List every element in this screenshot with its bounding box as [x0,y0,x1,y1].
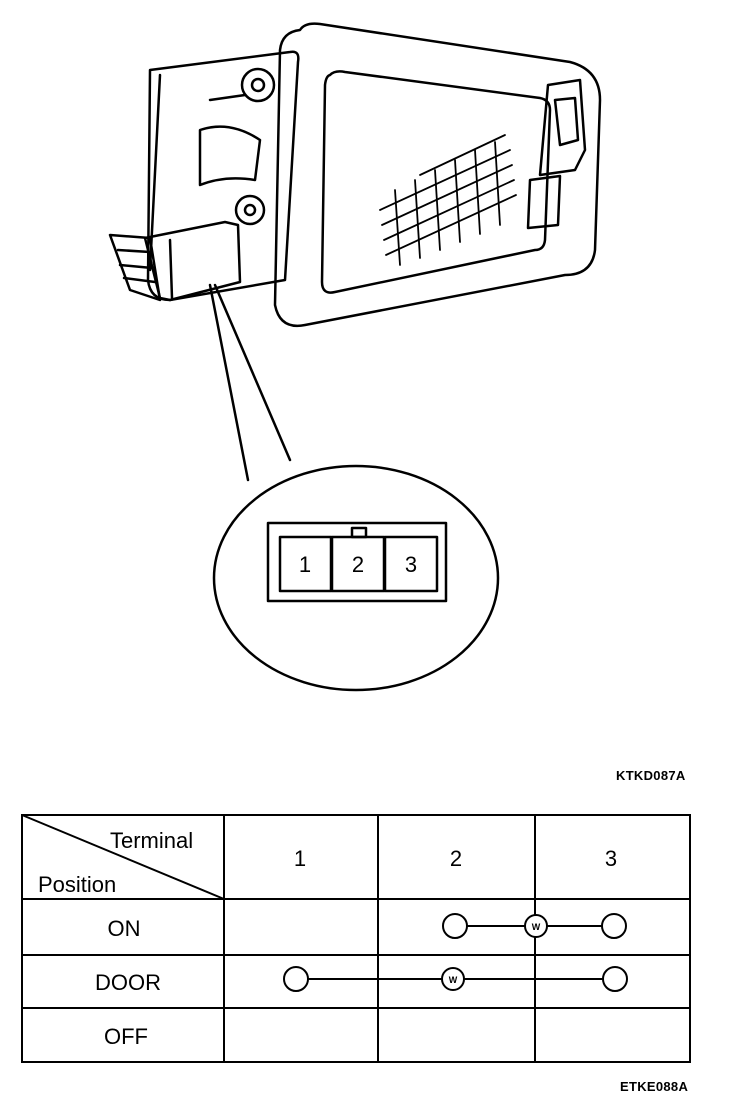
position-on: ON [108,916,141,941]
header-diagonal [21,814,225,900]
terminal-node [602,966,628,992]
bulb-icon [524,914,548,938]
mount-boss-upper [240,67,276,103]
header-position: Position [38,872,116,897]
mount-boss-lower [234,194,266,226]
terminal-node [283,966,309,992]
position-door: DOOR [95,970,161,995]
svg-text:W: W [532,922,541,932]
connection-door: W [283,966,628,992]
connector-detail-circle [212,464,500,692]
terminal-header-1: 1 [294,846,306,871]
lens-frame [273,22,602,328]
header-terminal: Terminal [110,828,193,853]
lamp-illustration: 1 2 3 [108,22,602,692]
terminal-node [442,913,468,939]
leader-line-left [208,283,250,482]
position-off: OFF [104,1024,148,1049]
leader-line-right [213,283,292,462]
connector-face [266,521,448,603]
bulb-icon [441,967,465,991]
connection-on: W [442,913,627,939]
connector-pin-1: 1 [299,552,311,577]
terminal-header-2: 2 [450,846,462,871]
connector-pin-3: 3 [405,552,417,577]
connector-latch [350,526,368,539]
table-border [21,814,691,1063]
figure-code-top: KTKD087A [616,768,686,783]
terminal-node [601,913,627,939]
lamp-switch [538,78,587,177]
lens-grid [379,134,517,266]
connector-pin-2: 2 [352,552,364,577]
svg-text:W: W [449,975,458,985]
terminal-header-3: 3 [605,846,617,871]
figure-code-bottom: ETKE088A [620,1079,689,1094]
lamp-housing [146,50,300,302]
